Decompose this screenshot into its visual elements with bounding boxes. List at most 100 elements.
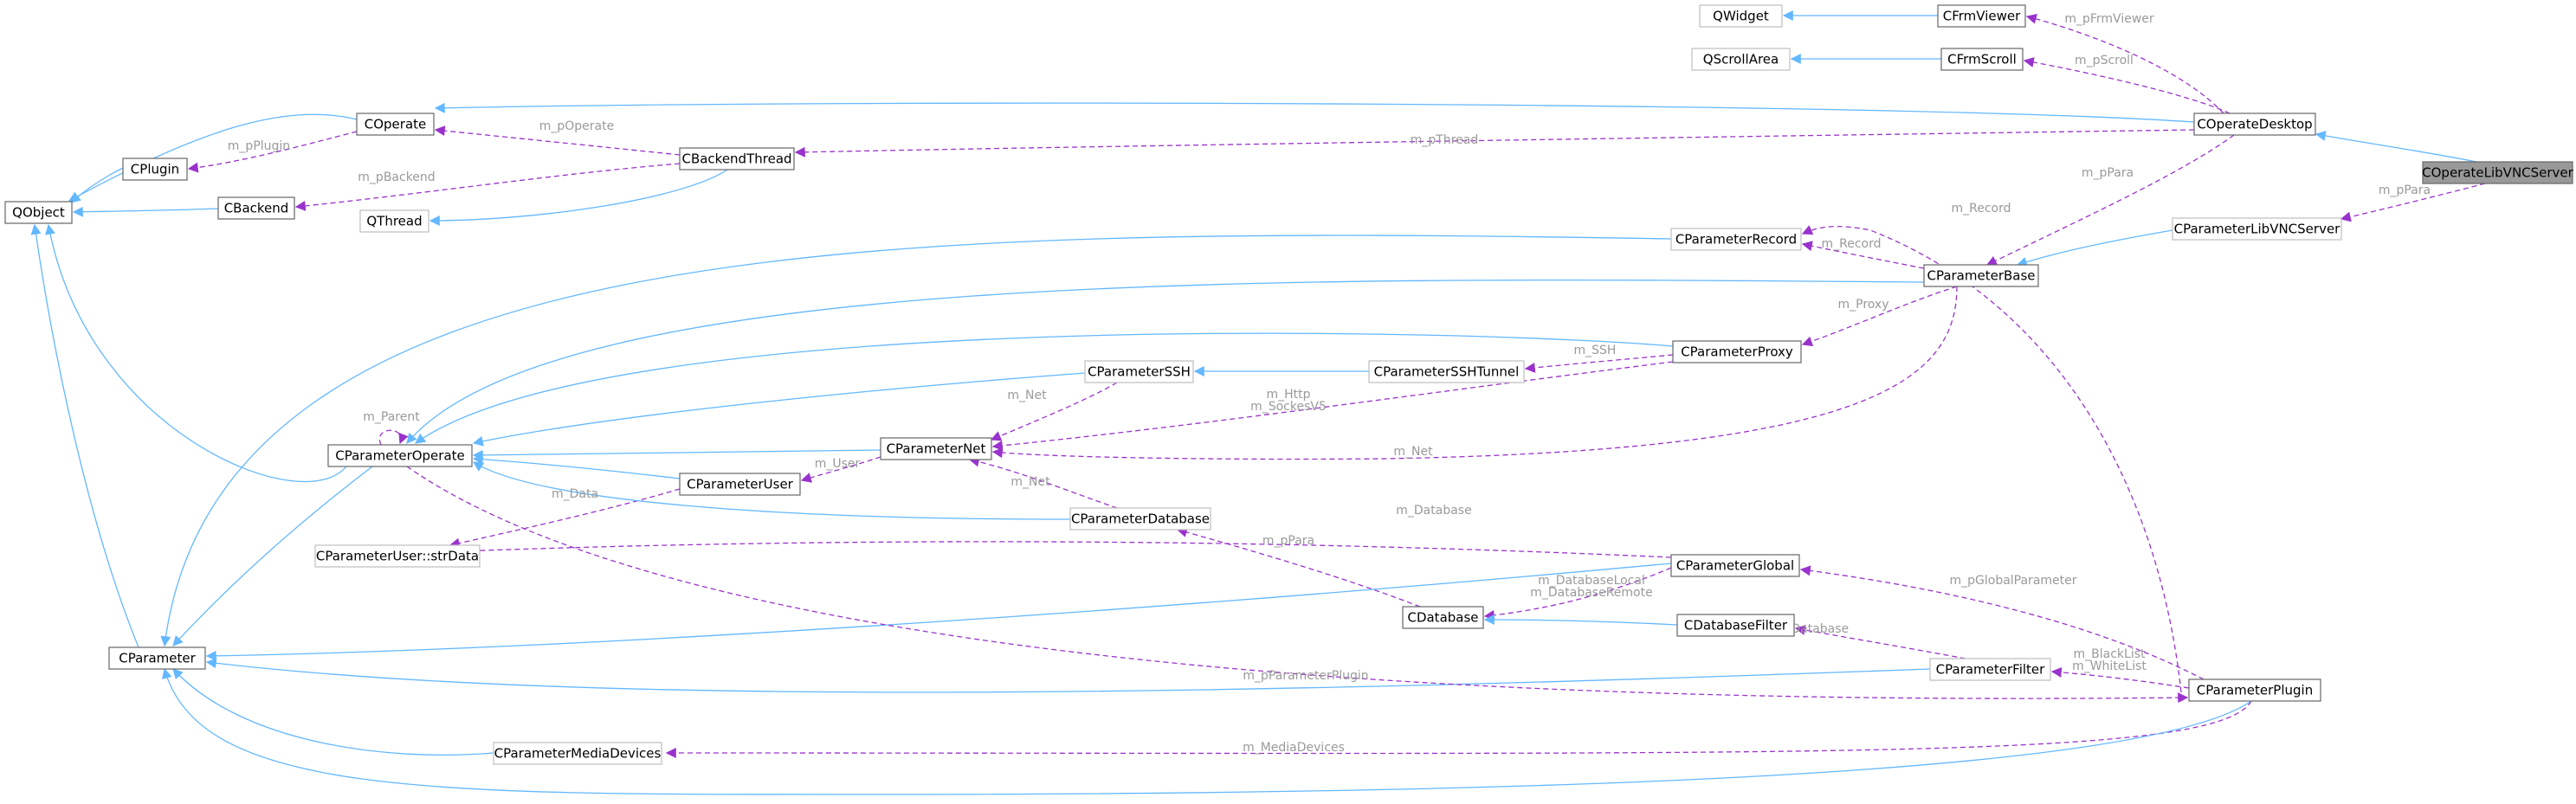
class-node-box [2172,217,2342,241]
edge-cparameterplugin-to-cparameterrecord [1801,225,2183,702]
class-node-cplugin[interactable]: CPlugin [122,158,188,181]
class-node-label: CDatabase [1407,610,1478,626]
class-node-label: CParameterSSH [1088,364,1191,380]
edge-coperatedesktop-to-cbackendthread [794,129,2195,158]
edge-label: m_Record [1821,237,1881,251]
edge-label: m_pGlobalParameter [1949,574,2076,588]
edge-coperatelibvncserver-to-cparameterlibvncserver [2340,183,2486,222]
edge-label: m_Proxy [1838,298,1889,312]
class-node-box [2193,113,2316,136]
class-node-box [1940,48,2024,71]
class-node-box [1670,554,1800,577]
edge-label: m_Net [1007,389,1047,402]
edge-coperatedesktop-to-cfrmviewer [2025,13,2224,114]
class-node-label: CParameterPlugin [2197,683,2313,698]
class-node-coperatelibvncserver[interactable]: COperateLibVNCServer [2422,161,2574,184]
class-node-box [122,158,188,181]
edge-cparameternet-to-cparameteruser [800,456,881,483]
class-node-cparameteruser_strdata[interactable]: CParameterUser::strData [314,544,481,568]
edge-label: m_pPara [2082,166,2134,180]
class-node-box [1670,228,1802,251]
edge-cparameterproxy-to-cparameteroperate [415,332,1674,444]
class-node-label: CFrmViewer [1943,9,2021,24]
class-node-box [314,544,481,568]
edge-cparameteruser-to-cparameteroperate [472,453,681,479]
edge-cparameterglobal-to-cdatabase [1483,567,1672,621]
edge-label: m_Net [1010,475,1050,489]
class-node-cparameterlibvncserver[interactable]: CParameterLibVNCServer [2172,217,2342,241]
class-node-cparameternet[interactable]: CParameterNet [880,437,992,460]
class-node-cparameter[interactable]: CParameter [108,646,206,670]
class-node-box [1084,360,1194,383]
class-node-box [1691,48,1791,71]
class-node-qscrollarea[interactable]: QScrollArea [1691,48,1791,71]
edge-label: m_Record [1951,202,2011,215]
edge-label: m_User [815,457,861,471]
class-node-label: CFrmScroll [1947,52,2017,68]
edge-cparametermediadevices-to-cparameter [172,668,494,756]
edge-label: m_pPlugin [228,139,290,153]
edge-label: m_pOperate [539,119,614,133]
edge-label: m_pScroll [2075,54,2134,68]
class-node-cfrmviewer[interactable]: CFrmViewer [1937,4,2026,28]
edge-cbackendthread-to-qthread [429,169,728,226]
class-node-label: QWidget [1713,9,1769,24]
edge-cparameteroperate-to-cparameter [172,466,373,646]
class-node-cparameterproxy[interactable]: CParameterProxy [1672,340,1802,363]
class-node-cbackend[interactable]: CBackend [217,196,295,220]
edge-coperatedesktop-to-cfrmscroll [2023,57,2231,114]
edge-coperate-to-qobject [68,113,358,202]
edge-cdatabase-to-cparameterdatabase [1176,527,1421,608]
class-node-box [1676,614,1795,637]
class-node-cparameterfilter[interactable]: CParameterFilter [1929,658,2051,681]
class-node-cparameteruser[interactable]: CParameterUser [679,473,801,496]
class-node-coperatedesktop[interactable]: COperateDesktop [2193,113,2316,136]
class-node-label: CParameterProxy [1681,344,1793,360]
class-node-box [217,196,295,220]
class-node-cparameterglobal[interactable]: CParameterGlobal [1670,554,1800,577]
class-node-cparameterdatabase[interactable]: CParameterDatabase [1069,507,1211,531]
class-node-qthread[interactable]: QThread [359,209,429,233]
class-node-label: CParameterNet [887,441,986,457]
class-node-box [359,209,429,233]
edge-coperatedesktop-to-cparameterbase [1985,134,2235,266]
class-node-cparameterplugin[interactable]: CParameterPlugin [2188,679,2321,702]
edge-label: m_pPara [1262,534,1314,548]
class-node-cparametersshtunnel[interactable]: CParameterSSHTunnel [1368,360,1525,383]
class-node-cparameterssh[interactable]: CParameterSSH [1084,360,1194,383]
edge-cparameterdatabase-to-cparameteroperate [472,461,1071,520]
edge-cparameterglobal-to-cparameterdatabase [327,541,1672,562]
class-node-qwidget[interactable]: QWidget [1699,4,1783,28]
class-node-label: CParameterUser [687,477,794,492]
edge-cparameteroperate-to-cparameteroperate [378,429,409,446]
class-node-label: CParameterFilter [1936,662,2045,678]
class-node-label: QThread [366,214,422,229]
class-node-label: CParameterBase [1927,268,2035,284]
edge-cparameterfilter-to-cparameter [205,658,1931,693]
class-node-qobject[interactable]: QObject [4,201,73,224]
edge-cparameterplugin-to-cparametermediadevices [665,700,2252,759]
class-node-cparameterrecord[interactable]: CParameterRecord [1670,228,1802,251]
edge-cparameteroperate-to-qobject [45,223,347,483]
edges-layer [30,10,2486,795]
class-node-label: CParameterMediaDevices [494,746,662,762]
class-node-cparameterbase[interactable]: CParameterBase [1923,264,2039,287]
edge-cparameteruser-to-cparameteruser_strdata [449,488,681,549]
class-node-cdatabase[interactable]: CDatabase [1402,606,1484,629]
class-node-box [2422,161,2573,184]
class-node-cfrmscroll[interactable]: CFrmScroll [1940,48,2024,71]
edge-cparameterplugin-to-cparameterglobal [1799,565,2205,680]
edge-cparameterproxy-to-cparameternet [991,361,1674,451]
edge-label: m_Parent [363,410,420,424]
class-node-cdatabasefilter[interactable]: CDatabaseFilter [1676,614,1795,637]
edge-label: m_Net [1393,445,1433,459]
class-node-cparametermediadevices[interactable]: CParameterMediaDevices [493,742,662,765]
class-node-coperate[interactable]: COperate [356,113,435,136]
edge-cparameteroperate-to-cparameterplugin [406,466,2189,704]
edge-cparameterbase-to-cparameterproxy [1801,286,1958,347]
edge-label: m_SSH [1574,344,1617,357]
class-node-cbackendthread[interactable]: CBackendThread [679,147,795,170]
class-node-cparameteroperate[interactable]: CParameterOperate [327,444,473,467]
class-node-label: CParameterOperate [335,448,465,464]
